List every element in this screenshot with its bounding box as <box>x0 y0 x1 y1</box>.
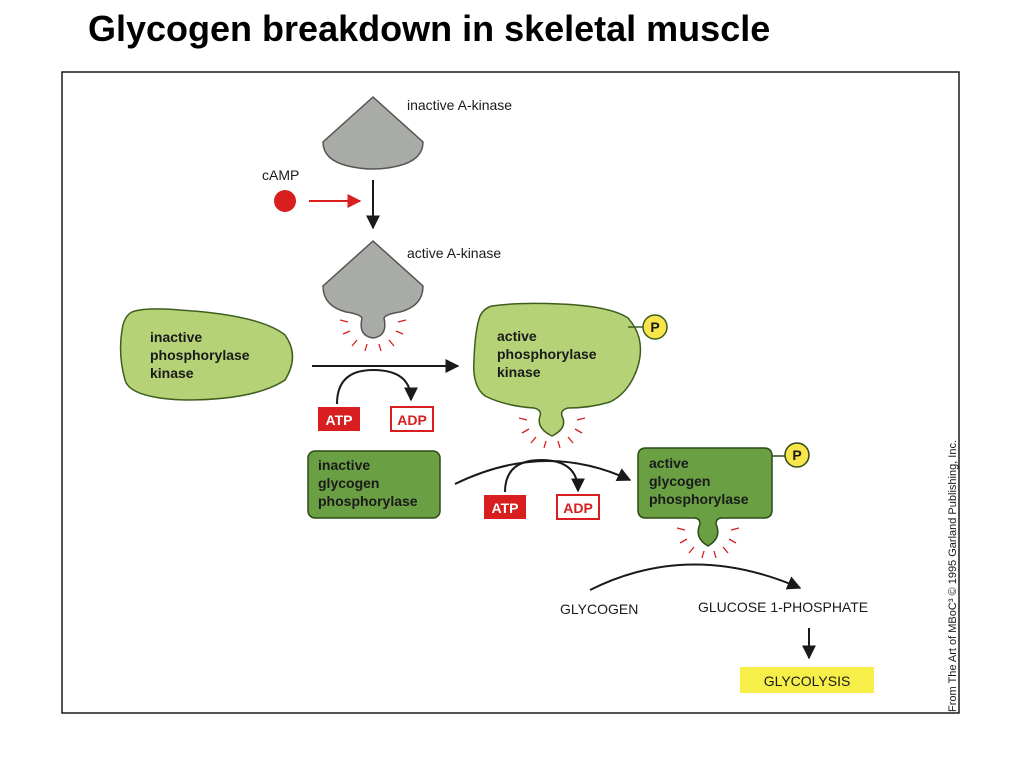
glycogen-conversion-arrow <box>589 563 802 591</box>
red-circle-icon <box>274 190 296 212</box>
atp-box-2 <box>484 495 526 519</box>
gp-activity-rays <box>676 527 740 559</box>
inactive-phosphorylase-kinase-shape <box>119 308 294 401</box>
inactive-a-kinase-shape <box>322 95 424 170</box>
active-phosphorylase-kinase-shape <box>472 302 642 437</box>
inactive-glycogen-phosphorylase-label: inactive glycogen phosphorylase <box>318 457 418 509</box>
phosphate-circle-icon <box>642 314 668 340</box>
a-kinase-activity-rays <box>339 319 407 352</box>
glucose-1-phosphate-label: GLUCOSE 1-PHOSPHATE <box>698 599 868 615</box>
atp-adp-arc-1 <box>336 368 418 405</box>
adp-box-2 <box>556 494 600 520</box>
camp-label: cAMP <box>262 167 299 183</box>
inactive-glycogen-phosphorylase-box <box>307 450 441 519</box>
inactive-a-kinase-label: inactive A-kinase <box>407 97 512 113</box>
glycogen-label: GLYCOGEN <box>560 601 638 617</box>
phosphate-circle-icon <box>784 442 810 468</box>
adp-label-2: ADP <box>563 500 593 516</box>
slide-title: Glycogen breakdown in skeletal muscle <box>88 8 771 49</box>
phk-activity-rays <box>518 417 586 449</box>
atp-label-1: ATP <box>326 412 353 428</box>
phosphate-label-1: P <box>650 319 659 335</box>
atp-label-2: ATP <box>492 500 519 516</box>
adp-box-1 <box>390 406 434 432</box>
active-phosphorylase-kinase-label: active phosphorylase kinase <box>497 328 600 380</box>
glycolysis-label: GLYCOLYSIS <box>764 673 851 689</box>
inactive-phosphorylase-kinase-label: inactive phosphorylase kinase <box>150 329 253 381</box>
active-a-kinase-label: active A-kinase <box>407 245 501 261</box>
glycolysis-box <box>740 667 874 693</box>
atp-box-1 <box>318 407 360 431</box>
atp-adp-arc-2 <box>504 458 585 493</box>
active-glycogen-phosphorylase-shape <box>637 447 773 547</box>
phosphate-label-2: P <box>792 447 801 463</box>
adp-label-1: ADP <box>397 412 427 428</box>
active-a-kinase-shape <box>322 239 424 339</box>
figure-credit: From The Art of MBoC³ © 1995 Garland Pub… <box>947 440 959 712</box>
active-glycogen-phosphorylase-label: active glycogen phosphorylase <box>649 455 749 507</box>
